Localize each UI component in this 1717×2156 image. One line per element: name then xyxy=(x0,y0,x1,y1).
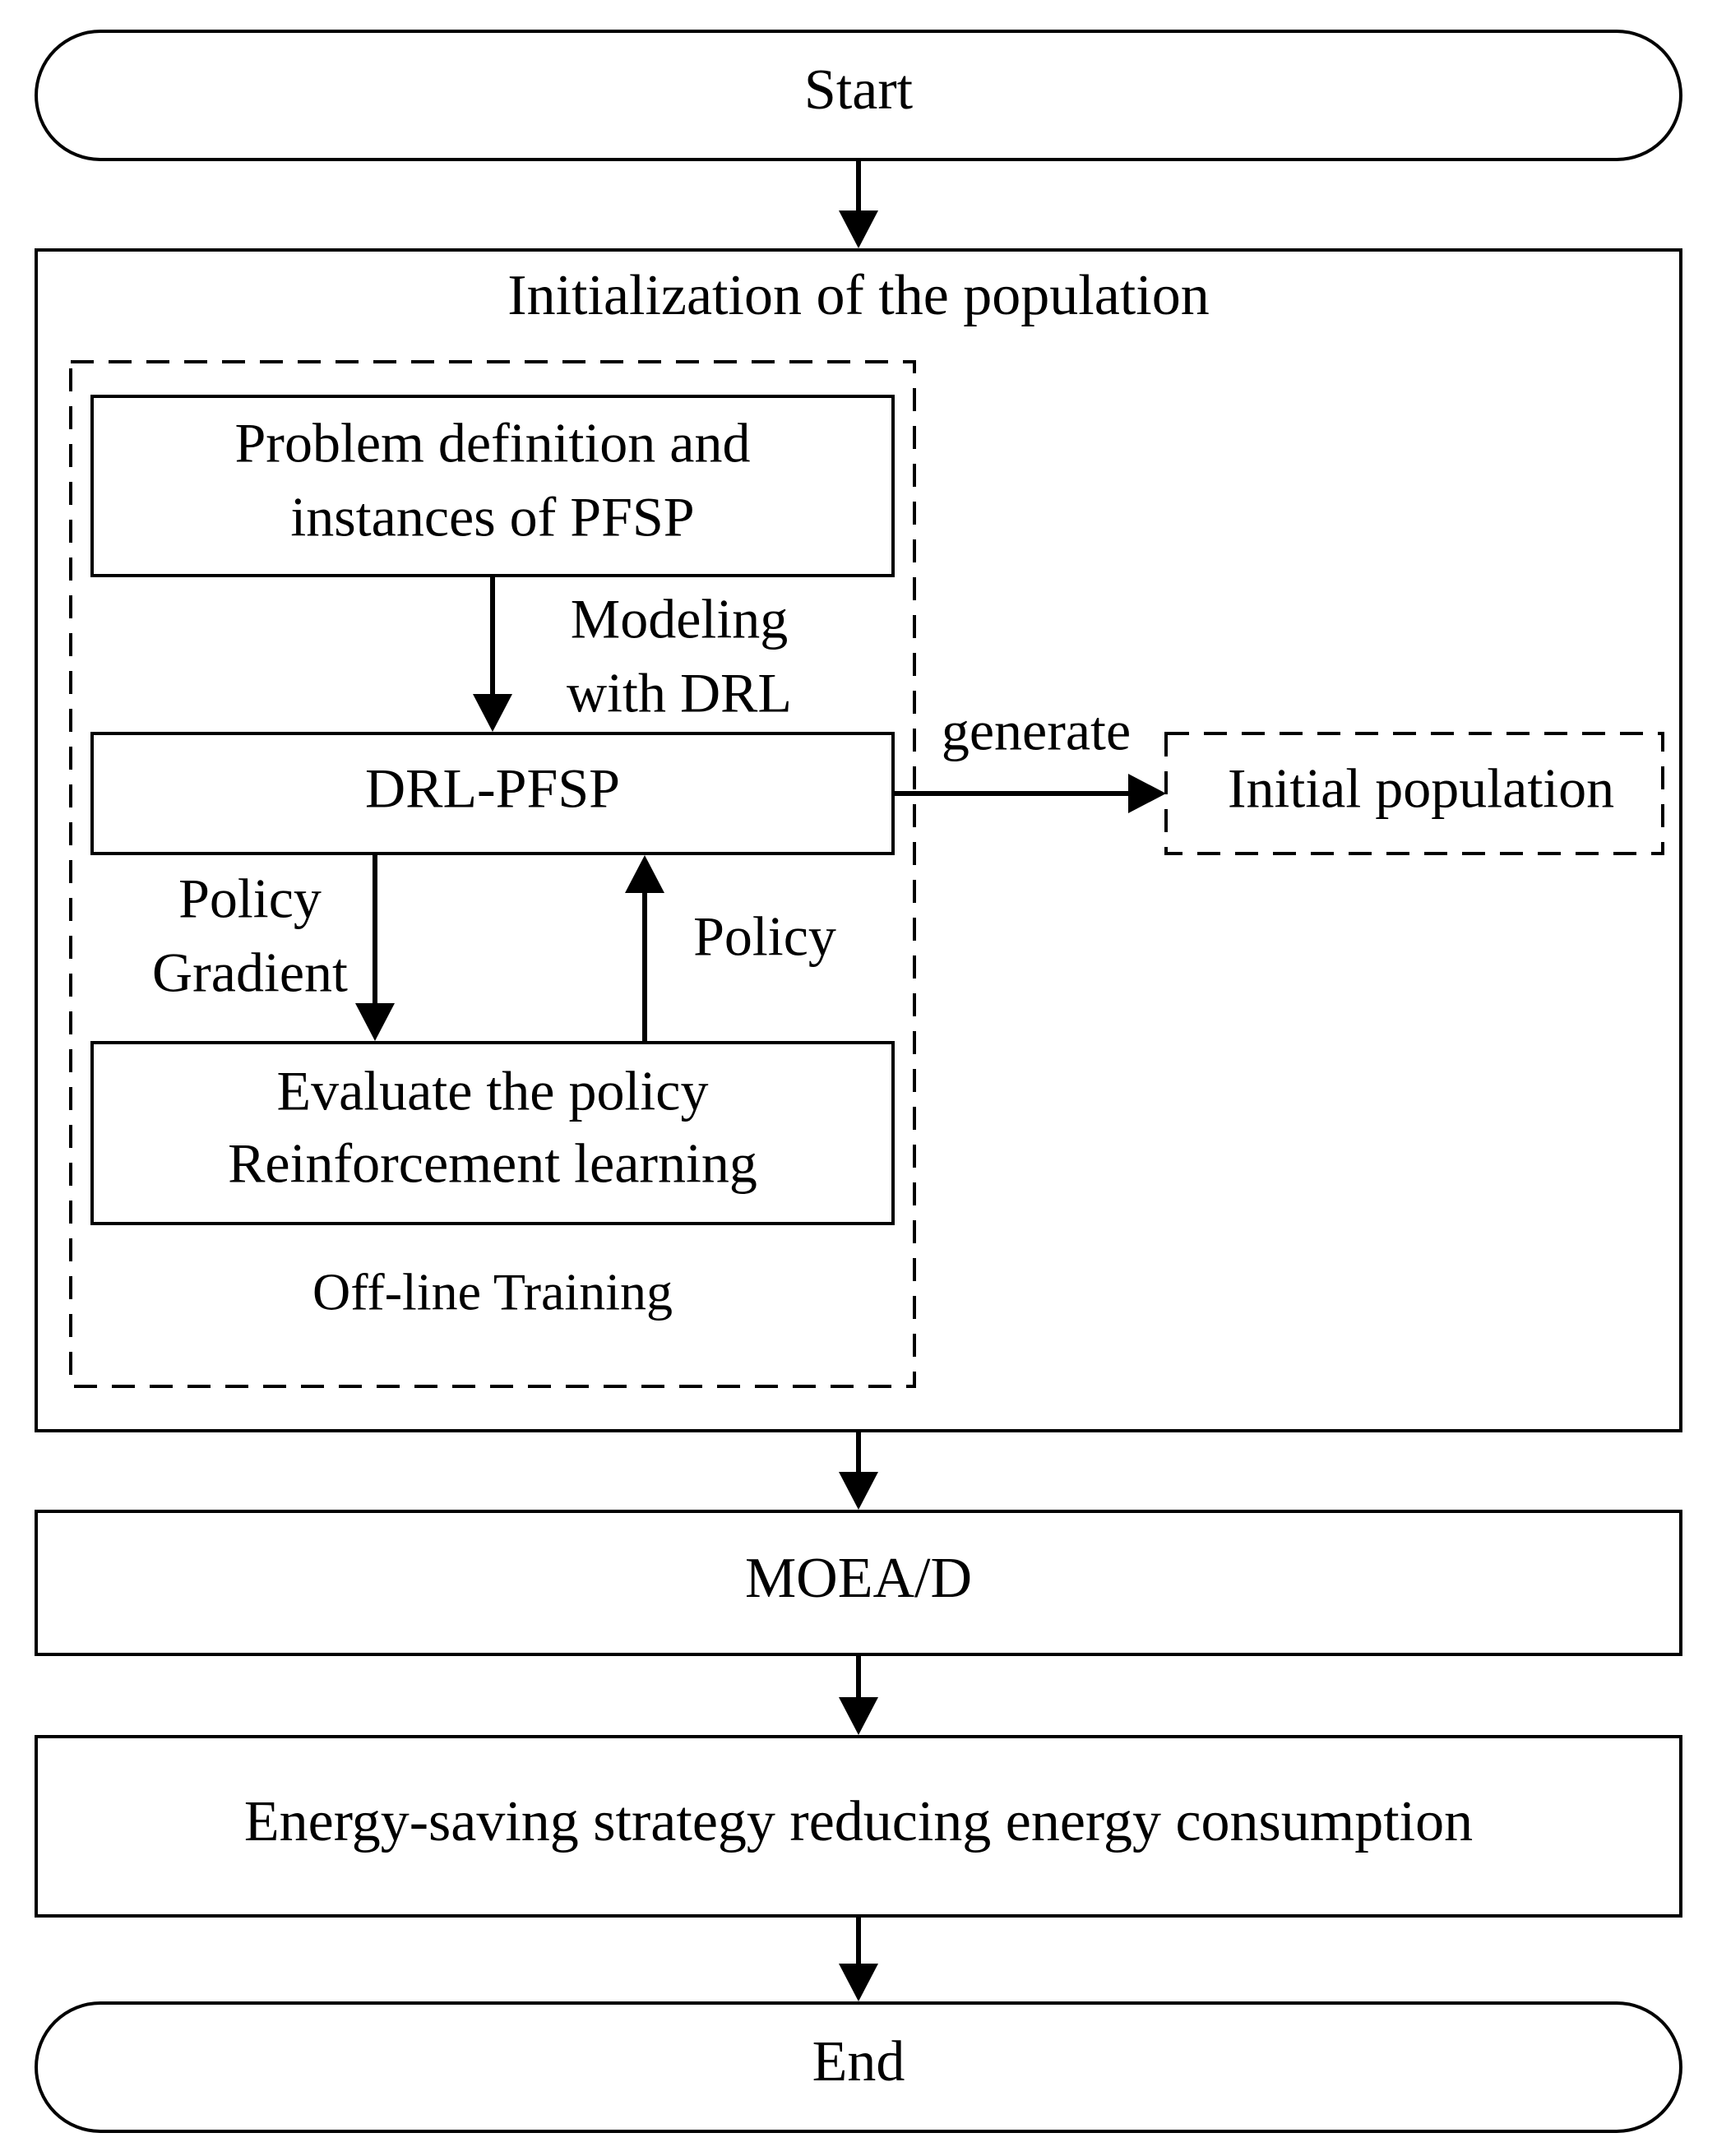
modeling-label-line2: with DRL xyxy=(567,662,792,724)
policy-gradient-label-line1: Policy xyxy=(178,867,322,930)
end-terminal xyxy=(35,2001,1682,2133)
arrowhead-moead-to-energy xyxy=(839,1697,878,1735)
energy-saving-label: Energy-saving strategy reducing energy c… xyxy=(244,1790,1473,1853)
evaluate-policy-line2: Reinforcement learning xyxy=(228,1132,757,1195)
problem-definition-line2: instances of PFSP xyxy=(290,486,694,548)
policy-gradient-label-line2: Gradient xyxy=(152,942,348,1004)
moead-label: MOEA/D xyxy=(745,1547,972,1610)
arrowhead-init-to-moead xyxy=(839,1472,878,1510)
initial-population-box xyxy=(1164,732,1664,855)
modeling-label-line1: Modeling xyxy=(571,588,788,650)
problem-definition-line1: Problem definition and xyxy=(234,412,750,474)
arrowhead-evaluate-to-drl xyxy=(625,855,664,893)
policy-label: Policy xyxy=(693,905,836,968)
initialization-title: Initialization of the population xyxy=(507,264,1209,327)
offline-training-box xyxy=(69,360,916,1388)
initial-population-label: Initial population xyxy=(1228,757,1614,820)
arrowhead-energy-to-end xyxy=(839,1964,878,2001)
generate-label: generate xyxy=(942,700,1131,762)
evaluate-policy-box xyxy=(90,1041,895,1225)
arrowhead-drl-to-population xyxy=(1128,774,1166,813)
drl-pfsp-label: DRL-PFSP xyxy=(365,757,620,820)
start-label: Start xyxy=(804,58,914,122)
arrowhead-drl-to-evaluate xyxy=(355,1003,395,1041)
offline-training-label: Off-line Training xyxy=(312,1263,673,1321)
end-label: End xyxy=(812,2030,905,2094)
arrowhead-start-to-init xyxy=(839,211,878,248)
arrowhead-problem-to-drl xyxy=(473,694,512,732)
evaluate-policy-line1: Evaluate the policy xyxy=(277,1060,709,1122)
